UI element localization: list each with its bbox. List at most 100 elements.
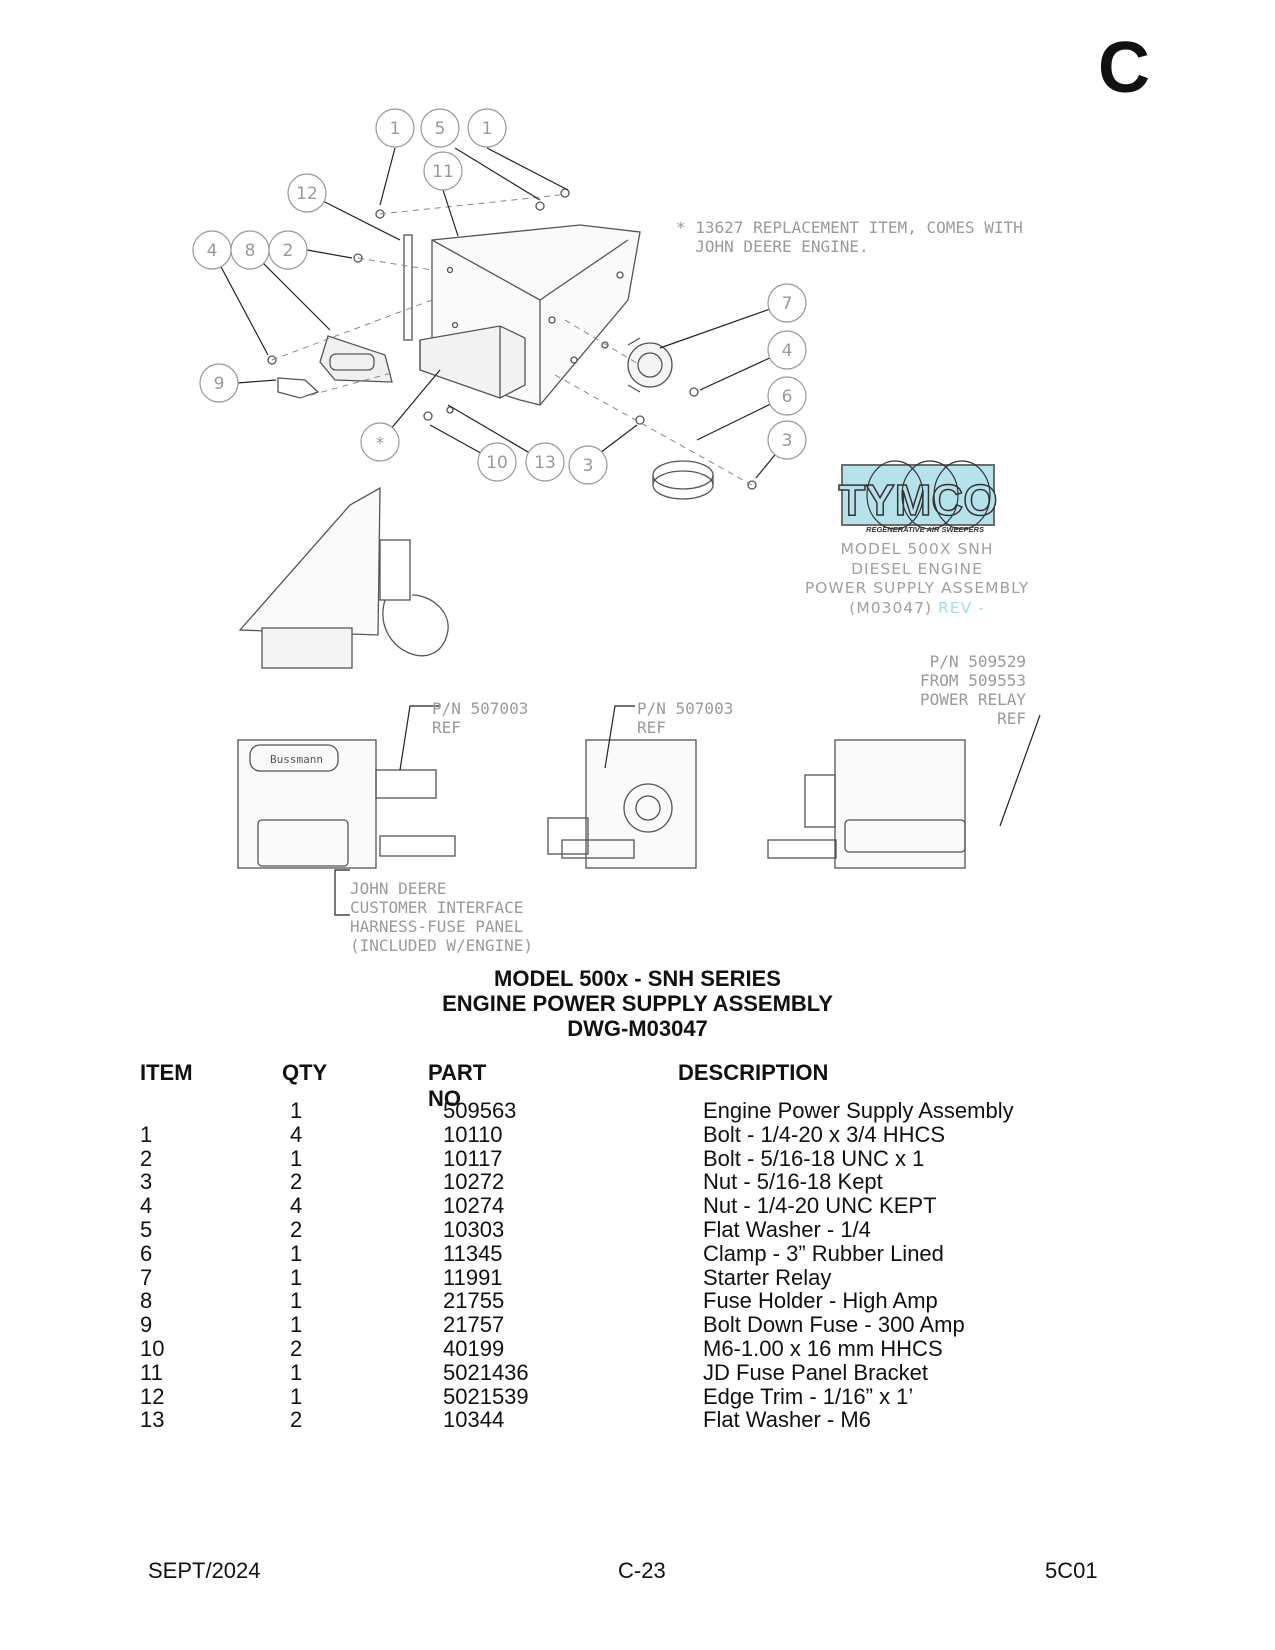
qty-cell: 4	[290, 1121, 303, 1147]
item-cell: 12	[140, 1383, 165, 1409]
description-cell: JD Fuse Panel Bracket	[703, 1359, 928, 1385]
relay-note: P/N 509529 FROM 509553 POWER RELAY REF	[920, 652, 1026, 728]
callout-7	[767, 283, 807, 323]
callout-label: 3	[782, 431, 793, 451]
part-no-cell: 21757	[443, 1312, 505, 1338]
item-cell: 13	[140, 1407, 165, 1433]
part-no-cell: 11345	[443, 1240, 503, 1266]
description-cell: Edge Trim - 1/16” x 1’	[703, 1383, 914, 1409]
callout-5	[420, 108, 460, 148]
callout-label: 9	[214, 374, 225, 394]
replacement-note: * 13627 REPLACEMENT ITEM, COMES WITH JOH…	[676, 218, 1023, 256]
description-cell: Fuse Holder - High Amp	[703, 1288, 938, 1314]
qty-cell: 1	[290, 1098, 303, 1123]
part-no-cell: 10274	[443, 1193, 505, 1219]
ref-note-2: P/N 507003 REF	[637, 699, 734, 737]
harness-note: JOHN DEERE CUSTOMER INTERFACE HARNESS-FU…	[350, 879, 534, 955]
part-no-cell: 10272	[443, 1169, 505, 1195]
part-no-cell: 10110	[443, 1121, 503, 1147]
qty-cell: 2	[290, 1217, 303, 1242]
title-line3: DWG-M03047	[567, 1016, 708, 1041]
qty-cell: 1	[290, 1383, 303, 1409]
qty-cell: 1	[290, 1359, 303, 1385]
description-cell: Bolt - 5/16-18 UNC x 1	[703, 1145, 925, 1171]
part-no-cell: 10117	[443, 1145, 503, 1171]
callout-label: 4	[207, 241, 218, 261]
logo-line1: MODEL 500X SNH	[840, 540, 994, 558]
part-no-cell: 40199	[443, 1336, 505, 1361]
item-cell: 4	[140, 1193, 153, 1219]
part-no-cell: 11991	[443, 1264, 503, 1290]
bussmann-label: Bussmann	[270, 753, 323, 766]
callout-3b	[767, 420, 807, 460]
logo-line4: (M03047)	[849, 598, 933, 617]
description-cell: Nut - 1/4-20 UNC KEPT	[703, 1193, 937, 1219]
table-row: 8 1 21755 Fuse Holder - High Amp	[140, 1288, 1140, 1313]
item-cell: 5	[140, 1217, 153, 1242]
description-cell: Engine Power Supply Assembly	[703, 1098, 1014, 1123]
item-cell: 7	[140, 1264, 153, 1290]
part-no-cell: 509563	[443, 1098, 517, 1123]
callout-label: 10	[486, 453, 508, 473]
part-no-cell: 21755	[443, 1288, 505, 1314]
callout-label: 12	[296, 184, 318, 204]
qty-cell: 1	[290, 1264, 303, 1290]
footer-date: SEPT/2024	[148, 1558, 261, 1583]
drawing-title-block: MODEL 500x - SNH SERIES ENGINE POWER SUP…	[0, 966, 1275, 1041]
table-row: 4 4 10274 Nut - 1/4-20 UNC KEPT	[140, 1193, 1140, 1218]
tymco-logo: TYMCO REGENERATIVE AIR SWEEPERS	[838, 460, 998, 534]
part-no-cell: 10303	[443, 1217, 505, 1242]
logo-line4-wrap: (M03047) REV -	[800, 599, 1034, 619]
table-row: 5 2 10303 Flat Washer - 1/4	[140, 1217, 1140, 1242]
table-row: 12 1 5021539 Edge Trim - 1/16” x 1’	[140, 1384, 1140, 1409]
item-cell: 9	[140, 1312, 153, 1338]
callout-label: 6	[782, 387, 793, 407]
qty-cell: 2	[290, 1336, 303, 1361]
callout-12	[287, 173, 327, 213]
callout-1a	[375, 108, 415, 148]
callout-9	[199, 363, 239, 403]
logo-model-block: MODEL 500X SNH DIESEL ENGINE POWER SUPPL…	[800, 540, 1034, 618]
item-cell: 2	[140, 1145, 153, 1171]
callout-label: 1	[390, 119, 401, 139]
header-item: ITEM	[140, 1060, 193, 1085]
callout-4b	[767, 330, 807, 370]
qty-cell: 4	[290, 1193, 303, 1219]
callout-label: 2	[283, 241, 294, 261]
logo-tagline: REGENERATIVE AIR SWEEPERS	[866, 525, 984, 534]
callout-label: 8	[245, 241, 256, 261]
description-cell: Nut - 5/16-18 Kept	[703, 1169, 883, 1195]
description-cell: Clamp - 3” Rubber Lined	[703, 1240, 944, 1266]
ref-note-1: P/N 507003 REF	[432, 699, 529, 737]
table-row: 1 509563 Engine Power Supply Assembly	[140, 1098, 1140, 1123]
callout-1b	[467, 108, 507, 148]
callout-star	[360, 422, 400, 462]
description-cell: Flat Washer - 1/4	[703, 1217, 871, 1242]
item-cell: 6	[140, 1240, 153, 1266]
qty-cell: 1	[290, 1240, 303, 1266]
part-no-cell: 5021539	[443, 1383, 529, 1409]
qty-cell: 2	[290, 1407, 303, 1433]
item-cell: 8	[140, 1288, 153, 1314]
callout-label: 1	[482, 119, 493, 139]
callout-11	[423, 151, 463, 191]
logo-line3: POWER SUPPLY ASSEMBLY	[804, 579, 1030, 597]
callout-label: 11	[432, 162, 454, 182]
title-line2: ENGINE POWER SUPPLY ASSEMBLY	[442, 991, 833, 1016]
exploded-assembly-drawing: 1 5 1 11 12 4 8 2 9 * 10 13 3 7 4 6 3	[192, 108, 1041, 916]
footer-page-number: C-23	[618, 1558, 666, 1583]
description-cell: Bolt Down Fuse - 300 Amp	[703, 1312, 965, 1338]
item-cell: 3	[140, 1169, 153, 1195]
header-qty: QTY	[282, 1060, 328, 1085]
qty-cell: 1	[290, 1288, 303, 1314]
logo-line2: DIESEL ENGINE	[851, 559, 983, 578]
title-line1: MODEL 500x - SNH SERIES	[494, 966, 781, 991]
callout-13	[525, 442, 565, 482]
item-cell: 10	[140, 1336, 165, 1361]
